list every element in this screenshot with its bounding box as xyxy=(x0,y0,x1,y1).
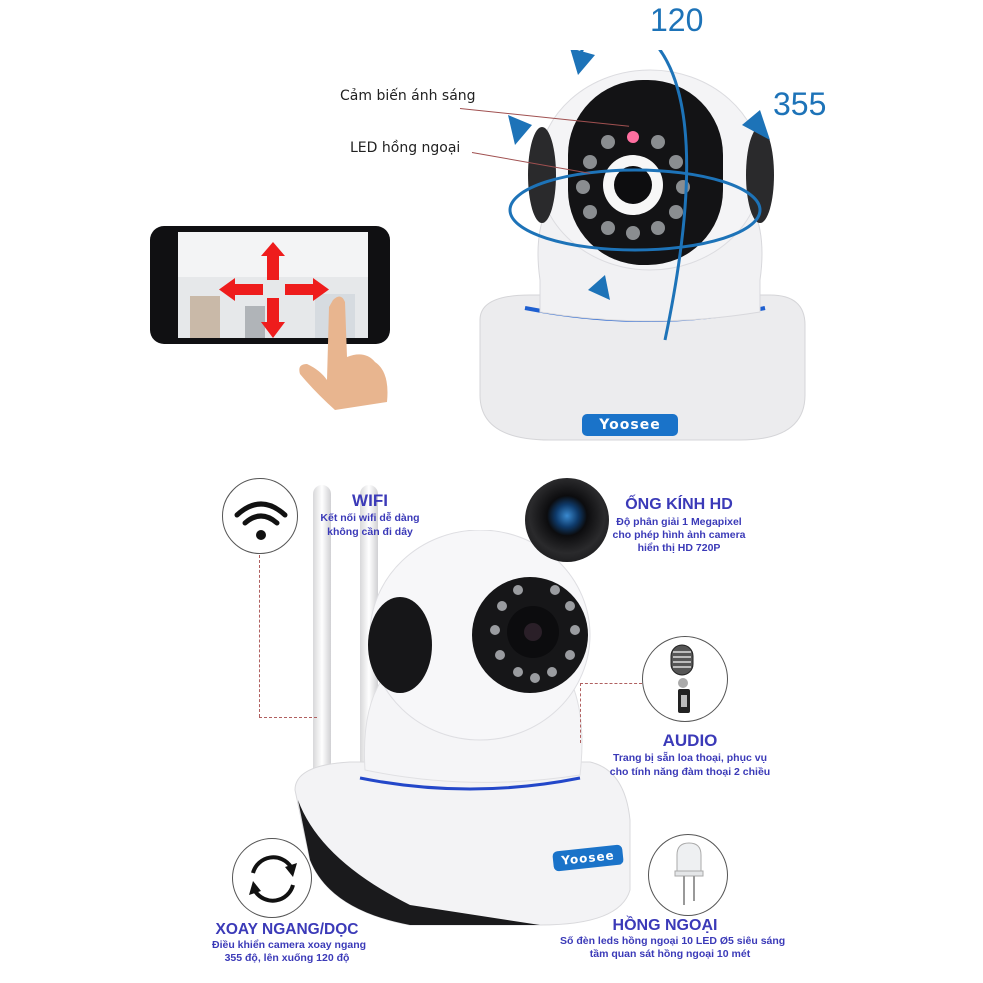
infrared-desc-line-2: tầm quan sát hồng ngoại 10 mét xyxy=(589,948,751,960)
wifi-icon xyxy=(234,501,288,540)
audio-title: AUDIO xyxy=(662,731,718,750)
wifi-desc-line-2: không cần đi dây xyxy=(327,526,413,538)
ir-led-label: LED hồng ngoại xyxy=(350,140,461,156)
audio-connector-v xyxy=(580,683,581,743)
lens-title: ỐNG KÍNH HD xyxy=(625,496,733,513)
top-camera-illustration xyxy=(470,13,830,450)
lens-desc-line-3: hiển thị HD 720P xyxy=(637,542,721,554)
rotate-icon xyxy=(249,855,297,903)
wifi-title: WIFI xyxy=(352,491,388,510)
audio-connector-h xyxy=(580,683,642,684)
led-icon-circle xyxy=(648,834,728,916)
pointing-hand xyxy=(295,292,395,412)
wifi-connector-h xyxy=(259,717,317,718)
rotate-title: XOAY NGANG/DỌC xyxy=(215,921,359,938)
rotate-desc-line-1: Điều khiển camera xoay ngang xyxy=(212,939,367,951)
lens-desc-line-1: Độ phân giải 1 Megapixel xyxy=(616,516,742,528)
light-sensor-label: Cảm biến ánh sáng xyxy=(340,88,476,104)
microphone-icon xyxy=(670,644,694,713)
wifi-desc-line-1: Kết nối wifi dễ dàng xyxy=(320,512,420,524)
pan-angle-label: 355 xyxy=(773,86,827,122)
infrared-desc-line-1: Số đèn leds hồng ngoại 10 LED Ø5 siêu sá… xyxy=(560,935,786,947)
top-brand-logo: Yoosee xyxy=(582,414,678,436)
antenna-left xyxy=(313,485,331,805)
tilt-angle-label: 120 xyxy=(650,2,704,38)
infrared-title: HỒNG NGOẠI xyxy=(612,917,718,934)
wifi-connector-v xyxy=(259,555,260,717)
top-camera-svg xyxy=(479,13,806,441)
rotate-icon-circle xyxy=(232,838,312,918)
audio-icon-circle xyxy=(642,636,728,722)
pan-direction-arrows xyxy=(215,240,335,340)
audio-desc-line-1: Trang bị sẵn loa thoại, phục vụ xyxy=(612,752,768,764)
bottom-camera-illustration xyxy=(290,529,640,930)
wifi-icon-circle xyxy=(222,478,298,554)
rotate-desc-line-2: 355 độ, lên xuống 120 độ xyxy=(224,952,350,964)
lens-icon xyxy=(525,478,609,562)
led-icon xyxy=(674,842,704,905)
lens-desc-line-2: cho phép hình ảnh camera xyxy=(612,529,746,541)
audio-desc-line-2: cho tính năng đàm thoại 2 chiều xyxy=(609,766,771,778)
